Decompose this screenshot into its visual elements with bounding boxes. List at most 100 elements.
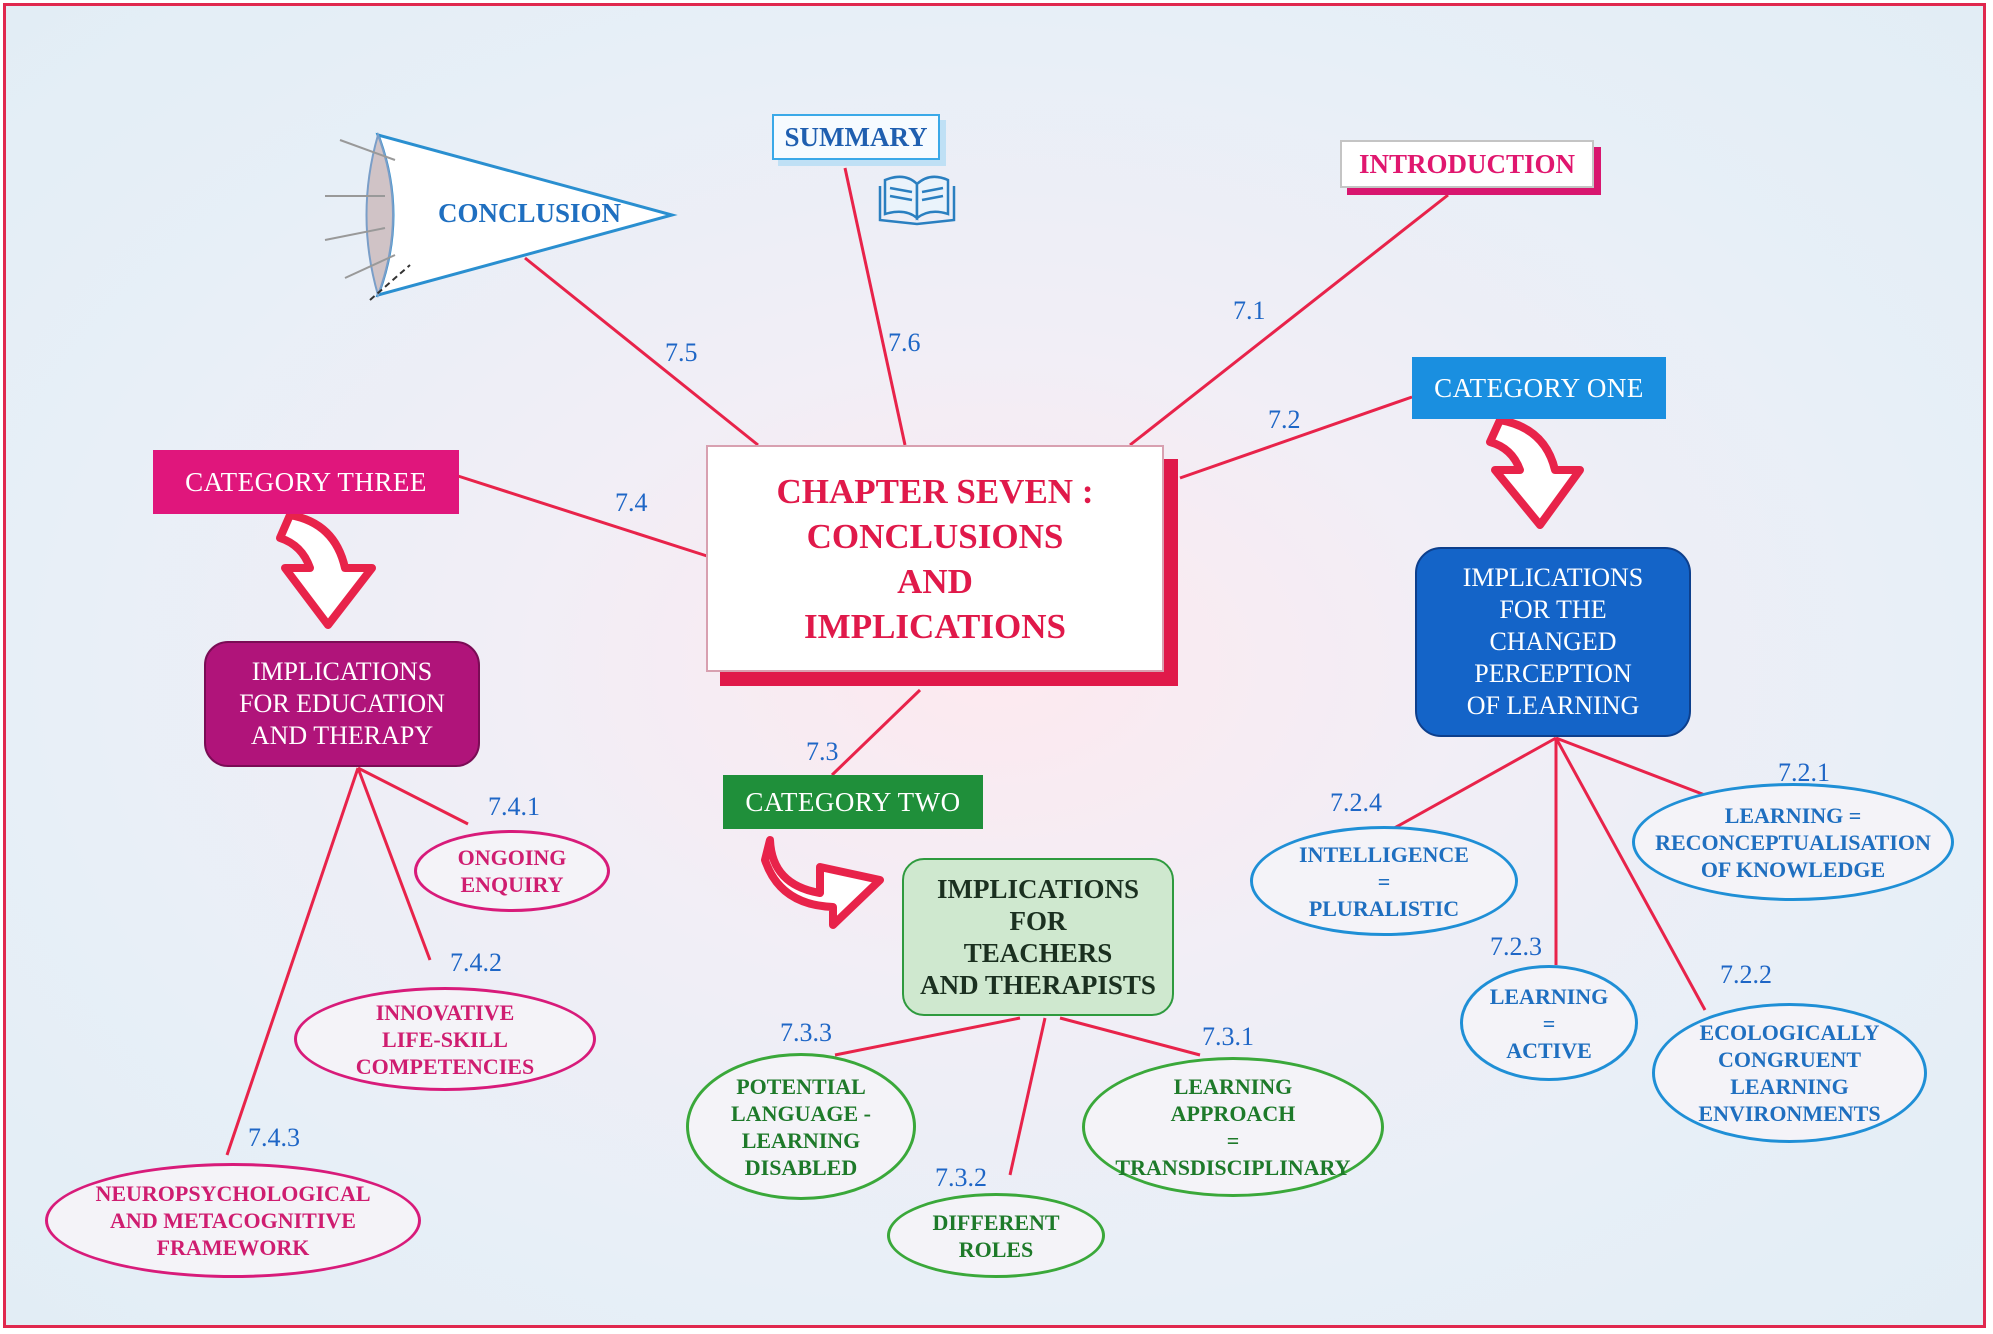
implication-one-line: CHANGED — [1489, 627, 1617, 656]
sub-node-line: = — [1377, 868, 1391, 894]
sub-node-line: LEARNING — [1173, 1074, 1293, 1099]
implication-two-line: AND THERAPISTS — [920, 970, 1156, 1000]
sub-node-line: = — [1542, 1010, 1556, 1036]
implication-two-box[interactable]: IMPLICATIONS FOR TEACHERS AND THERAPISTS — [902, 858, 1174, 1016]
curved-down-arrow-icon — [276, 511, 376, 629]
category-three-label: CATEGORY THREE — [185, 466, 427, 497]
sub-number-7-3-3: 7.3.3 — [780, 1018, 832, 1047]
introduction-label: INTRODUCTION — [1358, 148, 1576, 179]
conclusion-label[interactable]: CONCLUSION — [438, 198, 622, 228]
sub-number-7-4-2: 7.4.2 — [450, 948, 502, 977]
sub-number-7-3-1: 7.3.1 — [1202, 1022, 1254, 1051]
sub-number-7-2-2: 7.2.2 — [1720, 960, 1772, 989]
sub-node-line: TRANSDISCIPLINARY — [1115, 1155, 1351, 1180]
connector-7-4-3 — [225, 767, 360, 1156]
connector-7-2-2 — [1554, 737, 1707, 1011]
sub-number-7-3-2: 7.3.2 — [935, 1163, 987, 1192]
connector-7-5 — [524, 256, 759, 447]
branch-number-7-4: 7.4 — [615, 488, 648, 517]
sub-number-7-2-4: 7.2.4 — [1330, 788, 1382, 817]
connector-7-4 — [457, 474, 708, 558]
sub-node-7-3-3[interactable]: POTENTIAL LANGUAGE - LEARNING DISABLED — [686, 1053, 916, 1200]
sub-node-line: LANGUAGE - — [731, 1100, 871, 1126]
category-three-box[interactable]: CATEGORY THREE — [153, 450, 459, 514]
sub-node-line: ACTIVE — [1506, 1037, 1592, 1063]
sub-node-line: ECOLOGICALLY — [1699, 1020, 1880, 1045]
central-title-line-4: IMPLICATIONS — [804, 606, 1066, 646]
connector-7-4-1 — [357, 766, 469, 826]
category-one-label: CATEGORY ONE — [1434, 372, 1644, 403]
branch-number-7-5: 7.5 — [665, 338, 698, 367]
sub-node-line: APPROACH — [1170, 1101, 1296, 1126]
sub-node-7-3-2[interactable]: DIFFERENT ROLES — [887, 1193, 1105, 1278]
curved-down-arrow-icon — [1486, 416, 1584, 529]
sub-node-line: ONGOING — [457, 845, 567, 870]
sub-node-line: OF KNOWLEDGE — [1700, 856, 1886, 882]
connector-7-4-2 — [356, 767, 432, 961]
category-one-box[interactable]: CATEGORY ONE — [1412, 357, 1666, 419]
sub-node-line: ROLES — [958, 1236, 1034, 1262]
implication-three-box[interactable]: IMPLICATIONS FOR EDUCATION AND THERAPY — [204, 641, 480, 767]
sub-node-line: FRAMEWORK — [156, 1235, 310, 1260]
implication-three-line: IMPLICATIONS — [251, 657, 433, 686]
sub-node-7-4-1[interactable]: ONGOING ENQUIRY — [414, 830, 610, 912]
sub-node-7-2-2[interactable]: ECOLOGICALLY CONGRUENT LEARNING ENVIRONM… — [1652, 1003, 1927, 1143]
connector-7-2-1 — [1555, 736, 1719, 802]
connector-7-3 — [830, 688, 922, 777]
open-book-icon — [878, 175, 956, 226]
sub-node-line: LEARNING — [741, 1127, 861, 1153]
implication-three-line: FOR EDUCATION — [239, 689, 445, 718]
sub-node-line: LEARNING = — [1724, 802, 1862, 828]
introduction-node[interactable]: INTRODUCTION — [1340, 140, 1594, 188]
summary-label: SUMMARY — [784, 121, 928, 152]
sub-node-line: INTELLIGENCE — [1299, 841, 1469, 867]
sub-node-line: LIFE-SKILL — [382, 1026, 508, 1052]
sub-node-line: DISABLED — [744, 1154, 858, 1180]
connector-7-1 — [1129, 193, 1449, 447]
sub-node-line: RECONCEPTUALISATION — [1655, 829, 1931, 855]
implication-two-line: FOR — [1009, 906, 1067, 936]
sub-node-7-2-4[interactable]: INTELLIGENCE = PLURALISTIC — [1250, 826, 1518, 936]
sub-node-line: NEUROPSYCHOLOGICAL — [95, 1181, 371, 1206]
summary-node[interactable]: SUMMARY — [772, 114, 940, 160]
implication-two-line: TEACHERS — [963, 938, 1113, 968]
sub-node-7-2-1[interactable]: LEARNING = RECONCEPTUALISATION OF KNOWLE… — [1632, 783, 1954, 901]
sub-node-7-4-2[interactable]: INNOVATIVE LIFE-SKILL COMPETENCIES — [294, 987, 596, 1091]
sub-node-line: INNOVATIVE — [375, 999, 515, 1025]
category-two-label: CATEGORY TWO — [745, 786, 961, 817]
implication-two-line: IMPLICATIONS — [936, 874, 1140, 904]
central-title-line-1: CHAPTER SEVEN : — [776, 471, 1094, 511]
sub-node-line: ENVIRONMENTS — [1698, 1101, 1881, 1126]
sub-node-line: LEARNING — [1730, 1074, 1849, 1099]
sub-node-line: DIFFERENT — [932, 1209, 1060, 1235]
branch-number-7-2: 7.2 — [1268, 405, 1301, 434]
connector-7-3-2 — [1008, 1017, 1047, 1176]
category-two-box[interactable]: CATEGORY TWO — [723, 775, 983, 829]
sub-node-7-3-1[interactable]: LEARNING APPROACH = TRANSDISCIPLINARY — [1082, 1057, 1384, 1197]
sub-node-line: = — [1226, 1128, 1240, 1153]
sub-number-7-4-3: 7.4.3 — [248, 1123, 300, 1152]
implication-one-line: FOR THE — [1499, 595, 1607, 624]
sub-node-7-2-3[interactable]: LEARNING = ACTIVE — [1460, 965, 1638, 1081]
connector-7-3-1 — [1059, 1016, 1201, 1057]
sub-node-line: COMPETENCIES — [355, 1053, 535, 1079]
sub-node-line: LEARNING — [1489, 983, 1609, 1009]
central-title-line-2: CONCLUSIONS — [806, 516, 1064, 556]
curved-right-arrow-icon — [761, 836, 884, 929]
connector-7-3-3 — [834, 1016, 1021, 1057]
sub-node-line: AND METACOGNITIVE — [110, 1208, 356, 1233]
implication-one-line: PERCEPTION — [1474, 659, 1632, 688]
connector-7-2 — [1179, 395, 1413, 480]
implication-one-box[interactable]: IMPLICATIONS FOR THE CHANGED PERCEPTION … — [1415, 547, 1691, 737]
sub-node-line: PLURALISTIC — [1308, 895, 1460, 921]
branch-number-7-6: 7.6 — [888, 328, 921, 357]
central-topic-node[interactable]: CHAPTER SEVEN : CONCLUSIONS AND IMPLICAT… — [706, 445, 1164, 672]
sub-node-7-4-3[interactable]: NEUROPSYCHOLOGICAL AND METACOGNITIVE FRA… — [45, 1163, 421, 1278]
sub-node-line: POTENTIAL — [736, 1073, 866, 1099]
cone-lens-icon — [324, 131, 678, 301]
implication-three-line: AND THERAPY — [250, 721, 434, 750]
connector-7-6 — [843, 167, 907, 446]
connector-7-2-4 — [1379, 736, 1557, 838]
